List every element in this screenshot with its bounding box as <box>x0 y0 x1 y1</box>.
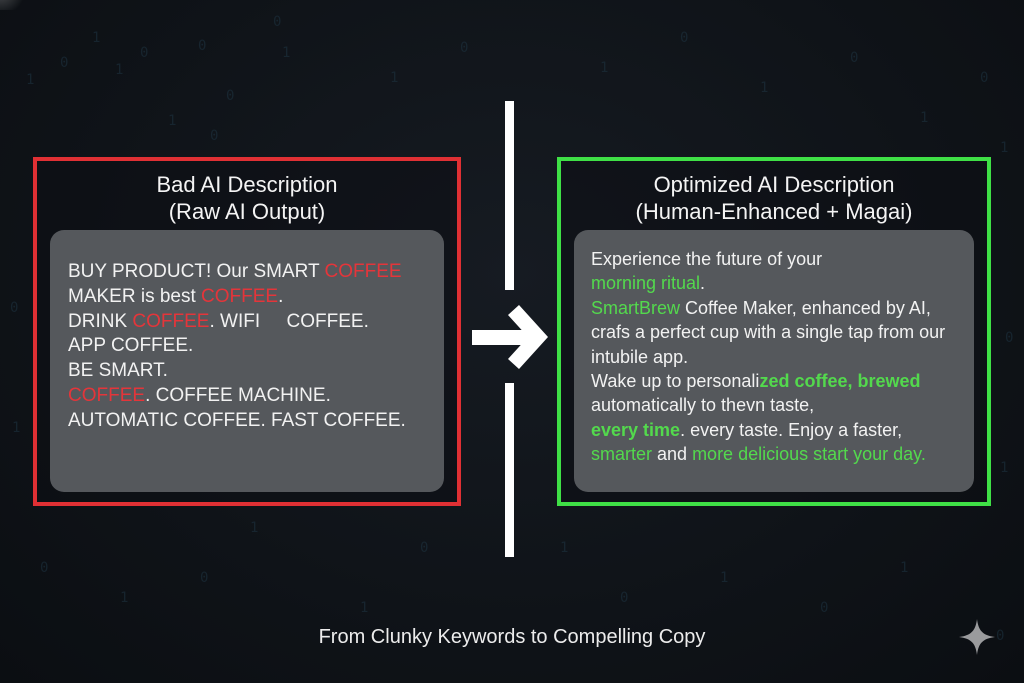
bad-description-panel: Bad AI Description (Raw AI Output) BUY P… <box>33 157 461 506</box>
good-line: SmartBrew Coffee Maker, enhanced by AI, <box>591 296 958 320</box>
text-segment: . every taste. Enjoy a faster, <box>680 419 903 440</box>
highlighted-keyword: zed coffee, brewed <box>759 371 921 392</box>
bad-line: BE SMART. <box>68 359 426 384</box>
text-segment: . WIFI COFFEE. <box>209 310 369 332</box>
bad-line: MAKER is best COFFEE. <box>68 285 426 310</box>
optimized-panel-title-line1: Optimized AI Description <box>653 172 895 197</box>
good-line: Wake up to personalized coffee, brewed <box>591 369 958 393</box>
text-segment: Wake up to personali <box>591 371 760 392</box>
divider-line-bottom <box>505 383 514 557</box>
caption: From Clunky Keywords to Compelling Copy <box>318 626 706 648</box>
bad-line: APP COFFEE. <box>68 334 426 359</box>
good-line: automatically to thevn taste, <box>591 393 958 417</box>
corner-glow <box>0 0 30 10</box>
optimized-panel-title: Optimized AI Description (Human-Enhanced… <box>561 171 987 225</box>
bad-line: AUTOMATIC COFFEE. FAST COFFEE. <box>68 409 426 434</box>
text-segment: and <box>652 444 693 465</box>
text-segment: MAKER is best <box>68 285 202 307</box>
optimized-panel-title-line2: (Human-Enhanced + Magai) <box>635 199 913 224</box>
highlighted-keyword: COFFEE <box>201 285 279 307</box>
text-segment: automatically to thevn taste, <box>591 395 815 416</box>
divider-line-top <box>505 101 514 290</box>
text-segment: crafs a perfect cup with a single tap fr… <box>591 322 946 343</box>
highlighted-keyword: morning ritual <box>591 273 701 294</box>
bad-line: DRINK COFFEE. WIFI COFFEE. <box>68 310 426 335</box>
optimized-description-panel: Optimized AI Description (Human-Enhanced… <box>557 157 991 506</box>
text-segment: Coffee Maker, enhanced by AI, <box>680 297 931 318</box>
highlighted-keyword: more delicious start your day. <box>692 444 926 465</box>
bad-line: COFFEE. COFFEE MACHINE. <box>68 384 426 409</box>
highlighted-keyword: COFFEE <box>324 261 402 282</box>
highlighted-keyword: COFFEE <box>132 310 210 332</box>
text-segment: BUY PRODUCT! Our SMART <box>68 261 325 282</box>
sparkle-icon <box>959 619 995 655</box>
bad-panel-title-line2: (Raw AI Output) <box>168 199 326 224</box>
text-segment: APP COFFEE. <box>68 335 194 357</box>
bad-panel-title-line1: Bad AI Description <box>156 172 338 197</box>
good-line: morning ritual. <box>591 271 958 295</box>
bad-panel-title: Bad AI Description (Raw AI Output) <box>37 171 457 225</box>
arrow-right-icon <box>472 305 548 369</box>
text-segment: BE SMART. <box>68 360 168 382</box>
highlighted-keyword: smarter <box>591 444 653 465</box>
good-line: smarter and more delicious start your da… <box>591 442 958 466</box>
text-segment: . COFFEE MACHINE. <box>145 384 331 406</box>
good-line: Experience the future of your <box>591 247 958 271</box>
text-segment: . <box>278 285 284 307</box>
text-segment: AUTOMATIC COFFEE. FAST COFFEE. <box>68 409 406 431</box>
text-segment: DRINK <box>68 310 133 332</box>
highlighted-keyword: COFFEE <box>68 384 146 406</box>
highlighted-keyword: SmartBrew <box>591 297 681 318</box>
text-segment: intubile app. <box>591 346 689 367</box>
text-segment: . <box>700 273 706 294</box>
text-segment: Experience the future of your <box>591 249 823 269</box>
good-line: every time. every taste. Enjoy a faster, <box>591 418 958 442</box>
bad-line: BUY PRODUCT! Our SMART COFFEE <box>68 260 426 285</box>
highlighted-keyword: every time <box>591 419 681 440</box>
good-line: intubile app. <box>591 345 958 369</box>
good-line: crafs a perfect cup with a single tap fr… <box>591 320 958 344</box>
